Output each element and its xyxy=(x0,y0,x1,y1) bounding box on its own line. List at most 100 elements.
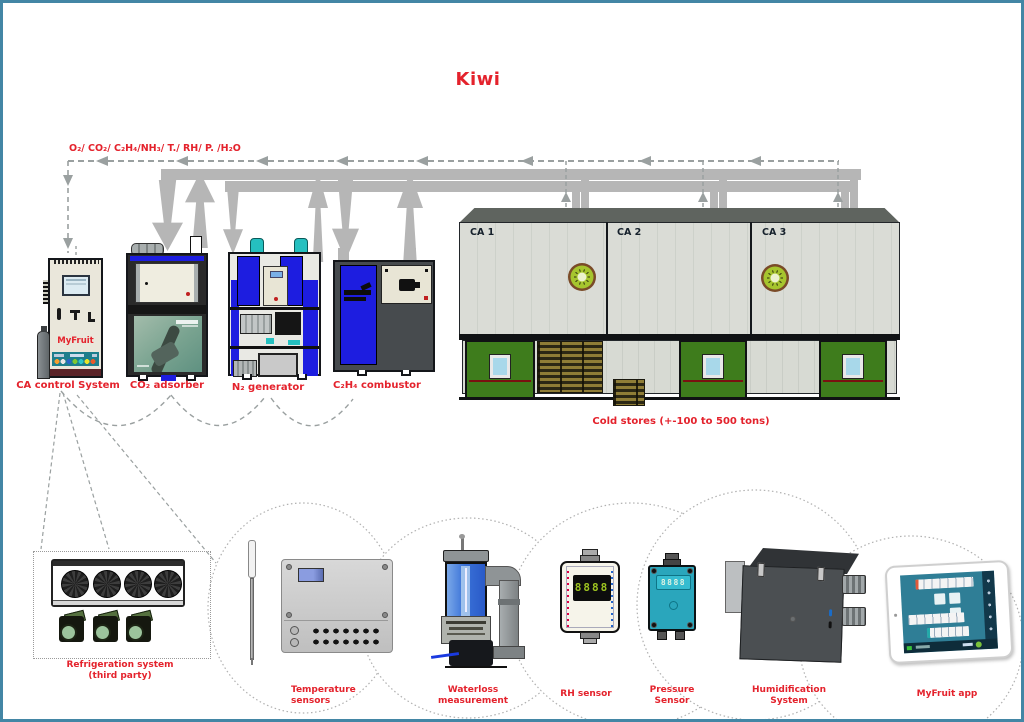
gas-cylinder xyxy=(37,331,50,379)
panel-switch-2-stem xyxy=(74,310,77,320)
label-line: Refrigeration system xyxy=(66,660,174,670)
controller-display xyxy=(298,568,324,582)
panel-switch-3 xyxy=(88,312,91,321)
machine-foot xyxy=(297,374,307,380)
aux-button xyxy=(290,626,299,635)
screw-icon xyxy=(789,615,796,623)
room-label-ca1: CA 1 xyxy=(470,227,495,238)
label-line: RH sensor xyxy=(560,689,612,699)
blue-column-right xyxy=(303,280,318,376)
black-unit xyxy=(275,312,301,335)
pressure-sensor: 8888 xyxy=(648,553,696,645)
app-tile xyxy=(949,592,961,604)
control-box xyxy=(263,266,288,306)
cold-store-base xyxy=(459,397,900,400)
door-red-stripe xyxy=(469,380,531,382)
bottom-gland-2 xyxy=(675,631,685,640)
door-window xyxy=(842,354,864,379)
brand-text: MyFruit xyxy=(57,336,94,346)
gas-pipe-upper xyxy=(161,169,861,180)
bus-left-arrowheads xyxy=(96,156,761,166)
app-row-card xyxy=(915,576,974,590)
generator-frame xyxy=(228,252,321,380)
pipe-drop-room3-a xyxy=(841,191,849,215)
screw-icon xyxy=(651,622,657,628)
machine-link-arcs xyxy=(60,390,354,427)
blue-panel xyxy=(340,265,377,365)
room-label-ca2: CA 2 xyxy=(617,227,642,238)
label-line: measurement xyxy=(437,696,509,706)
screw-icon xyxy=(286,564,292,570)
n2-generator-label: N₂ generator xyxy=(231,382,305,393)
shelf-bar xyxy=(230,307,319,310)
compressor-fan xyxy=(127,624,144,641)
c2h4-combustor-label: C₂H₄ combustor xyxy=(333,380,421,391)
pressure-display: 8888 xyxy=(656,575,691,590)
humidification-system xyxy=(723,543,869,668)
pressure-label: Pressure Sensor xyxy=(650,685,695,707)
compressor-fan xyxy=(60,624,77,641)
screw-icon xyxy=(382,612,388,618)
door-red-stripe xyxy=(823,380,883,382)
label-line: MyFruit app xyxy=(916,689,978,699)
room-divider-1 xyxy=(606,222,608,336)
cold-store-door-3 xyxy=(819,340,887,400)
room-sensor-up-arrowheads xyxy=(561,192,843,202)
pallet-stack xyxy=(537,341,603,393)
control-field-links xyxy=(40,392,217,564)
screw-icon xyxy=(651,568,657,574)
rh-sensor: 8888 xyxy=(560,549,620,645)
screw-icon xyxy=(687,568,693,574)
bottom-gland-1 xyxy=(657,631,667,640)
compressor-unit xyxy=(57,609,87,646)
lower-tank xyxy=(258,353,298,377)
pipe-stub-left xyxy=(338,248,349,261)
temperature-controller xyxy=(281,559,393,653)
door-window xyxy=(489,354,511,379)
ca-control-label: CA control System xyxy=(16,380,120,391)
compressor-fan xyxy=(94,624,111,641)
pipe-coupling xyxy=(493,646,525,659)
label-line: Sensor xyxy=(654,696,690,706)
n2-tank-1 xyxy=(237,256,260,306)
label-line: Pressure xyxy=(649,685,695,695)
compressor-unit xyxy=(124,609,154,646)
co2-adsorber xyxy=(126,236,208,381)
sensor-bus-label: O₂/ CO₂/ C₂H₄/NH₃/ T./ RH/ P. /H₂O xyxy=(69,143,241,154)
fan-icon xyxy=(154,570,182,598)
water-cylinder xyxy=(445,562,487,618)
machine-foot xyxy=(401,370,411,376)
app-bottom-bar xyxy=(903,638,998,654)
cold-store-frame-band xyxy=(459,334,900,340)
cold-store-door-1 xyxy=(465,340,535,400)
waterloss-label: Waterloss measurement xyxy=(438,685,508,707)
teal-fitting xyxy=(288,340,300,345)
shelf-bar xyxy=(230,346,319,349)
box-front-face xyxy=(739,562,845,663)
tablet-camera xyxy=(894,613,898,617)
label-line: Temperature xyxy=(291,685,356,695)
fan-icon xyxy=(124,570,152,598)
controller-buttons xyxy=(308,626,386,648)
beige-panel xyxy=(381,265,432,304)
pipe-drop-room2-a xyxy=(710,191,718,215)
temperature-probe xyxy=(247,540,257,665)
machine-foot xyxy=(357,370,367,376)
blue-column-left xyxy=(231,280,239,376)
machine-foot xyxy=(186,375,196,381)
adsorber-body xyxy=(126,253,208,381)
pipe-drop-room3-b xyxy=(850,178,858,215)
machine-foot xyxy=(242,374,252,380)
pressure-body: 8888 xyxy=(648,565,696,631)
n2-generator xyxy=(228,238,321,381)
elbow-pipe-vertical xyxy=(498,580,520,652)
mid-band xyxy=(128,305,206,314)
app-label: MyFruit app xyxy=(917,689,978,700)
refrigeration-label: Refrigeration system (third party) xyxy=(66,660,173,682)
cabinet-body: MyFruit xyxy=(48,258,103,378)
label-line: Waterloss xyxy=(447,685,499,695)
latch-icon xyxy=(817,566,825,582)
screw-icon xyxy=(687,622,693,628)
cold-store-roof xyxy=(459,208,900,223)
